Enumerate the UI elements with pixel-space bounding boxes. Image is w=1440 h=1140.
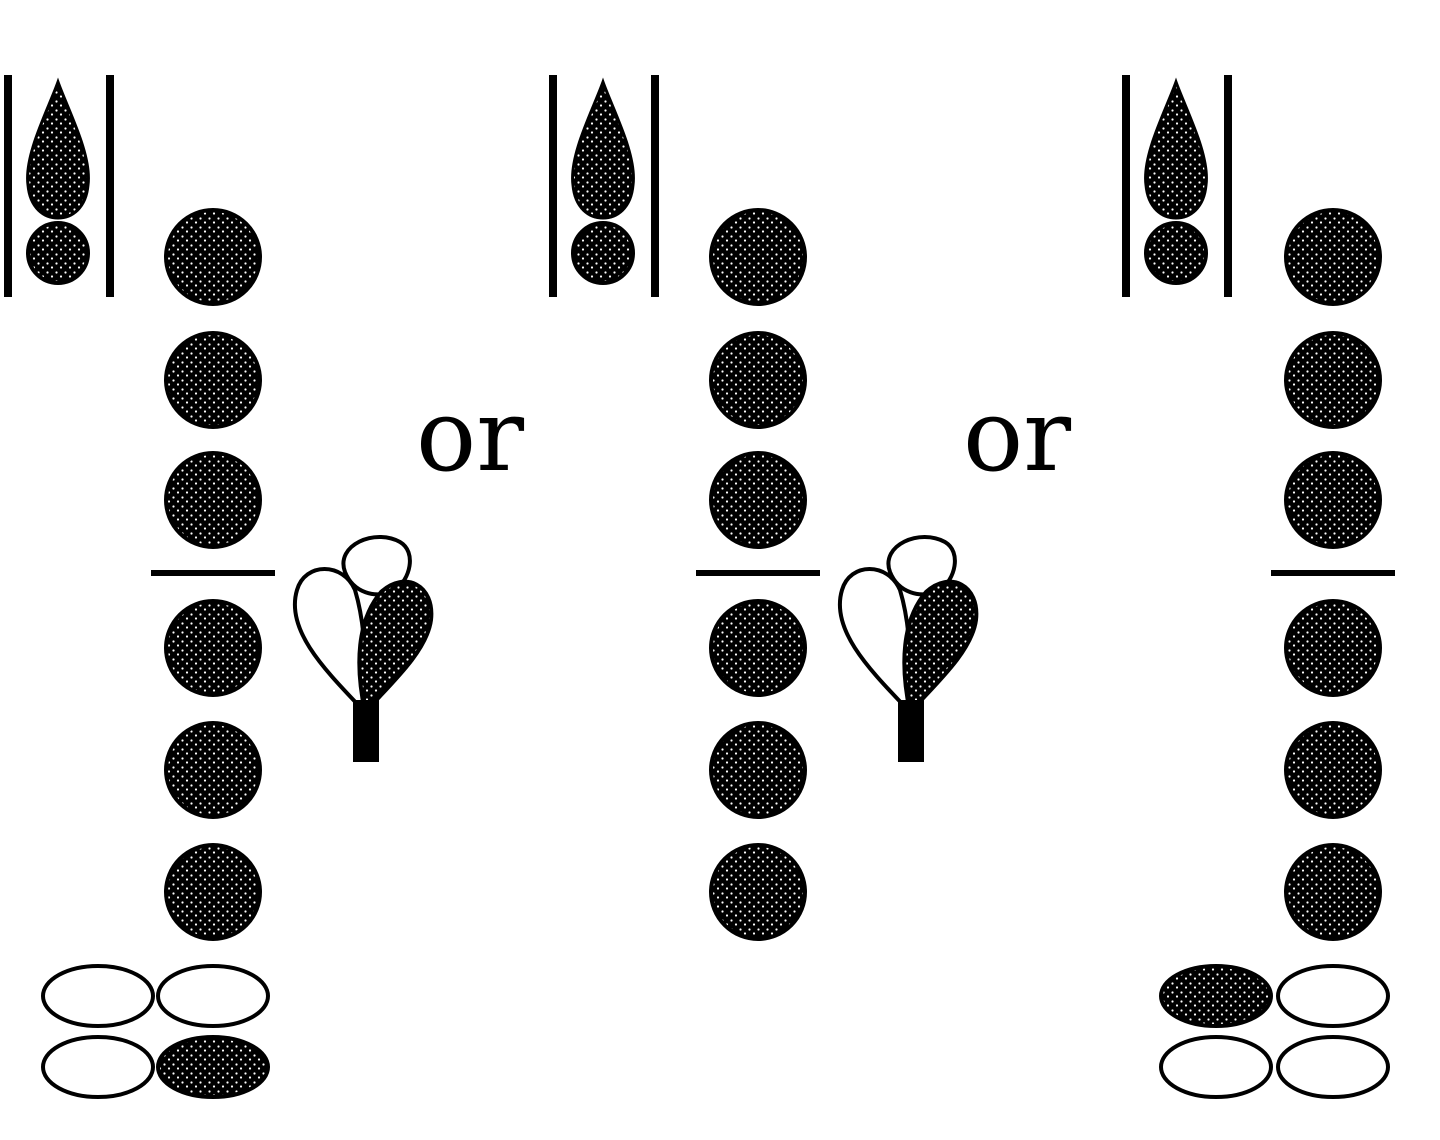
foot-key-top-left <box>41 964 155 1028</box>
finger-hole-4 <box>709 599 807 697</box>
side-key-cluster <box>837 535 979 762</box>
side-key-stem <box>353 700 379 762</box>
thumb-key-drop <box>1144 77 1208 220</box>
finger-hole-4 <box>1284 599 1382 697</box>
finger-hole-3 <box>1284 451 1382 549</box>
thumb-tube-left-line <box>1122 75 1130 297</box>
side-key-upper-lobe <box>341 535 412 597</box>
finger-hole-1 <box>164 208 262 306</box>
thumb-hole <box>1144 221 1208 285</box>
foot-key-bottom-left <box>1159 1035 1273 1099</box>
side-key-upper-lobe <box>886 535 957 597</box>
foot-key-bottom-right <box>1276 1035 1390 1099</box>
finger-hole-5 <box>709 721 807 819</box>
thumb-hole <box>571 221 635 285</box>
finger-hole-2 <box>709 331 807 429</box>
side-key-filled-lobe <box>902 579 979 717</box>
foot-key-top-right <box>156 964 270 1028</box>
thumb-tube-left-line <box>549 75 557 297</box>
finger-hole-5 <box>1284 721 1382 819</box>
hand-divider-line <box>151 570 275 576</box>
fingering-3 <box>1122 75 1395 1099</box>
finger-hole-3 <box>164 451 262 549</box>
finger-hole-5 <box>164 721 262 819</box>
side-key-open-lobe <box>292 567 368 715</box>
side-key-cluster <box>292 535 434 762</box>
or-separator-1: or <box>416 377 524 494</box>
finger-hole-4 <box>164 599 262 697</box>
finger-hole-2 <box>1284 331 1382 429</box>
thumb-tube-left-line <box>4 75 12 297</box>
finger-hole-1 <box>709 208 807 306</box>
foot-key-top-left <box>1159 964 1273 1028</box>
foot-key-bottom-left <box>41 1035 155 1099</box>
thumb-tube-right-line <box>106 75 114 297</box>
finger-hole-3 <box>709 451 807 549</box>
fingering-2 <box>549 75 979 941</box>
or-separator-2: or <box>963 377 1071 494</box>
thumb-hole <box>26 221 90 285</box>
thumb-tube-right-line <box>651 75 659 297</box>
hand-divider-line <box>696 570 820 576</box>
finger-hole-6 <box>1284 843 1382 941</box>
thumb-tube-right-line <box>1224 75 1232 297</box>
fingering-1 <box>4 75 434 1099</box>
hand-divider-line <box>1271 570 1395 576</box>
foot-key-bottom-right <box>156 1035 270 1099</box>
thumb-key-drop <box>571 77 635 220</box>
side-key-open-lobe <box>837 567 913 715</box>
finger-hole-6 <box>164 843 262 941</box>
fingering-figures <box>4 75 1395 1099</box>
finger-hole-6 <box>709 843 807 941</box>
or-separators: or or <box>416 377 1071 494</box>
thumb-key-drop <box>26 77 90 220</box>
finger-hole-2 <box>164 331 262 429</box>
foot-key-top-right <box>1276 964 1390 1028</box>
side-key-filled-lobe <box>357 579 434 717</box>
side-key-stem <box>898 700 924 762</box>
finger-hole-1 <box>1284 208 1382 306</box>
